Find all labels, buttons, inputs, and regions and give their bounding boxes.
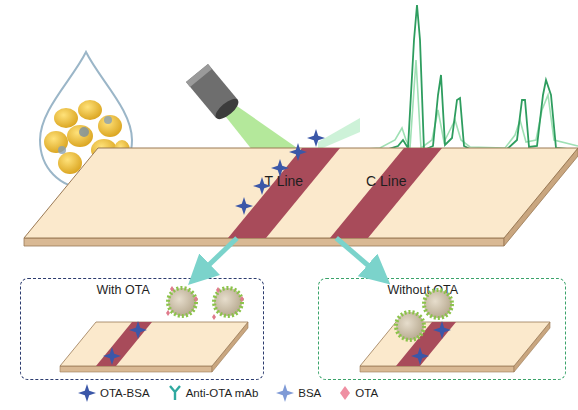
ota-diamonds-part bbox=[166, 310, 170, 316]
control-line-band: C Line bbox=[330, 148, 442, 238]
inset-stars-part bbox=[103, 347, 121, 365]
legend-item-part bbox=[276, 384, 294, 402]
test-line-band: T Line bbox=[228, 148, 340, 238]
gold-particles-part bbox=[424, 290, 452, 318]
gold-particles-part bbox=[214, 288, 242, 316]
corn-droplet-part bbox=[78, 100, 102, 120]
raman-probe-part bbox=[186, 64, 212, 87]
legend-item: OTA-BSA bbox=[78, 384, 150, 402]
raman-probe bbox=[186, 64, 242, 123]
ota-diamonds bbox=[166, 286, 244, 320]
inset-strip-with-ota-part bbox=[60, 322, 248, 366]
raman-probe-part bbox=[212, 95, 241, 122]
legend-label: OTA-BSA bbox=[100, 387, 150, 399]
raman-spectrum-part bbox=[352, 5, 578, 152]
legend-item-part bbox=[339, 385, 351, 401]
legend-item-part-part bbox=[170, 386, 180, 400]
ota-diamonds-part bbox=[240, 296, 244, 302]
with-ota-panel: With OTA bbox=[20, 278, 264, 380]
ota-bsa-stars-part bbox=[271, 159, 289, 177]
inset-strip-without-ota-part bbox=[360, 366, 514, 372]
legend-label: BSA bbox=[298, 387, 321, 399]
gold-particles-part bbox=[168, 288, 196, 316]
inset-strip-with-ota-part bbox=[96, 322, 152, 366]
gold-particles-part bbox=[396, 312, 424, 340]
corn-droplet-part bbox=[54, 108, 78, 128]
legend-item-part-part bbox=[276, 384, 294, 402]
ota-bsa-stars-part bbox=[253, 177, 271, 195]
node-label: C Line bbox=[366, 173, 406, 189]
legend-label: Anti-OTA mAb bbox=[186, 387, 259, 399]
without-ota-panel: Without OTA bbox=[318, 278, 566, 380]
corn-droplet-part bbox=[58, 152, 82, 174]
node-label: With OTA bbox=[97, 283, 150, 297]
legend-item: Anti-OTA mAb bbox=[168, 385, 259, 401]
inset-strip-without-ota-part bbox=[396, 322, 456, 366]
corn-droplet-part bbox=[79, 127, 89, 137]
raman-spectrum bbox=[352, 5, 578, 152]
legend-item-part-part bbox=[78, 384, 96, 402]
node-label: Without OTA bbox=[388, 283, 459, 297]
legend-item: OTA bbox=[339, 385, 378, 401]
corn-droplet-part bbox=[58, 146, 66, 154]
legend-item-part-part bbox=[340, 386, 350, 400]
spectrum-leader bbox=[318, 118, 360, 150]
ota-diamonds-part bbox=[212, 314, 216, 320]
ota-bsa-stars-part bbox=[235, 197, 253, 215]
ota-bsa-stars-part bbox=[289, 143, 307, 161]
inset-strip-without-ota-part bbox=[360, 322, 550, 366]
inset-stars bbox=[103, 321, 451, 365]
raman-spectrum-part bbox=[352, 60, 578, 150]
inset-strip-with-ota bbox=[60, 322, 248, 372]
inset-strip-without-ota bbox=[360, 322, 550, 372]
legend-label: OTA bbox=[355, 387, 378, 399]
ota-diamonds-part bbox=[216, 287, 220, 293]
legend-item: BSA bbox=[276, 384, 321, 402]
band-fill bbox=[330, 148, 442, 238]
gold-particles bbox=[168, 288, 452, 340]
flow-arrow bbox=[336, 238, 382, 278]
band-shape bbox=[228, 148, 340, 238]
legend-item-part bbox=[168, 385, 182, 401]
flow-arrow bbox=[195, 238, 237, 278]
corn-droplet-part bbox=[44, 131, 68, 153]
node-label: T Line bbox=[265, 173, 304, 189]
band-fill bbox=[228, 148, 340, 238]
inset-stars-part bbox=[411, 347, 429, 365]
test-strip-part bbox=[24, 148, 578, 238]
test-strip bbox=[24, 148, 578, 246]
corn-droplet-part bbox=[104, 116, 112, 124]
ota-diamonds-part bbox=[170, 286, 174, 292]
legend: OTA-BSA Anti-OTA mAb BSA OTA bbox=[78, 384, 396, 402]
test-strip-part bbox=[24, 238, 504, 246]
inset-stars-part bbox=[433, 321, 451, 339]
corn-droplet-part bbox=[98, 115, 122, 137]
band-shape bbox=[330, 148, 442, 238]
inset-strip-with-ota-part bbox=[60, 366, 212, 372]
inset-stars-part bbox=[129, 321, 147, 339]
ota-bsa-stars bbox=[235, 129, 325, 215]
corn-droplet-part bbox=[67, 125, 93, 147]
legend-item-part bbox=[78, 384, 96, 402]
ota-bsa-stars-part bbox=[307, 129, 325, 147]
ota-diamonds-part bbox=[194, 296, 198, 302]
